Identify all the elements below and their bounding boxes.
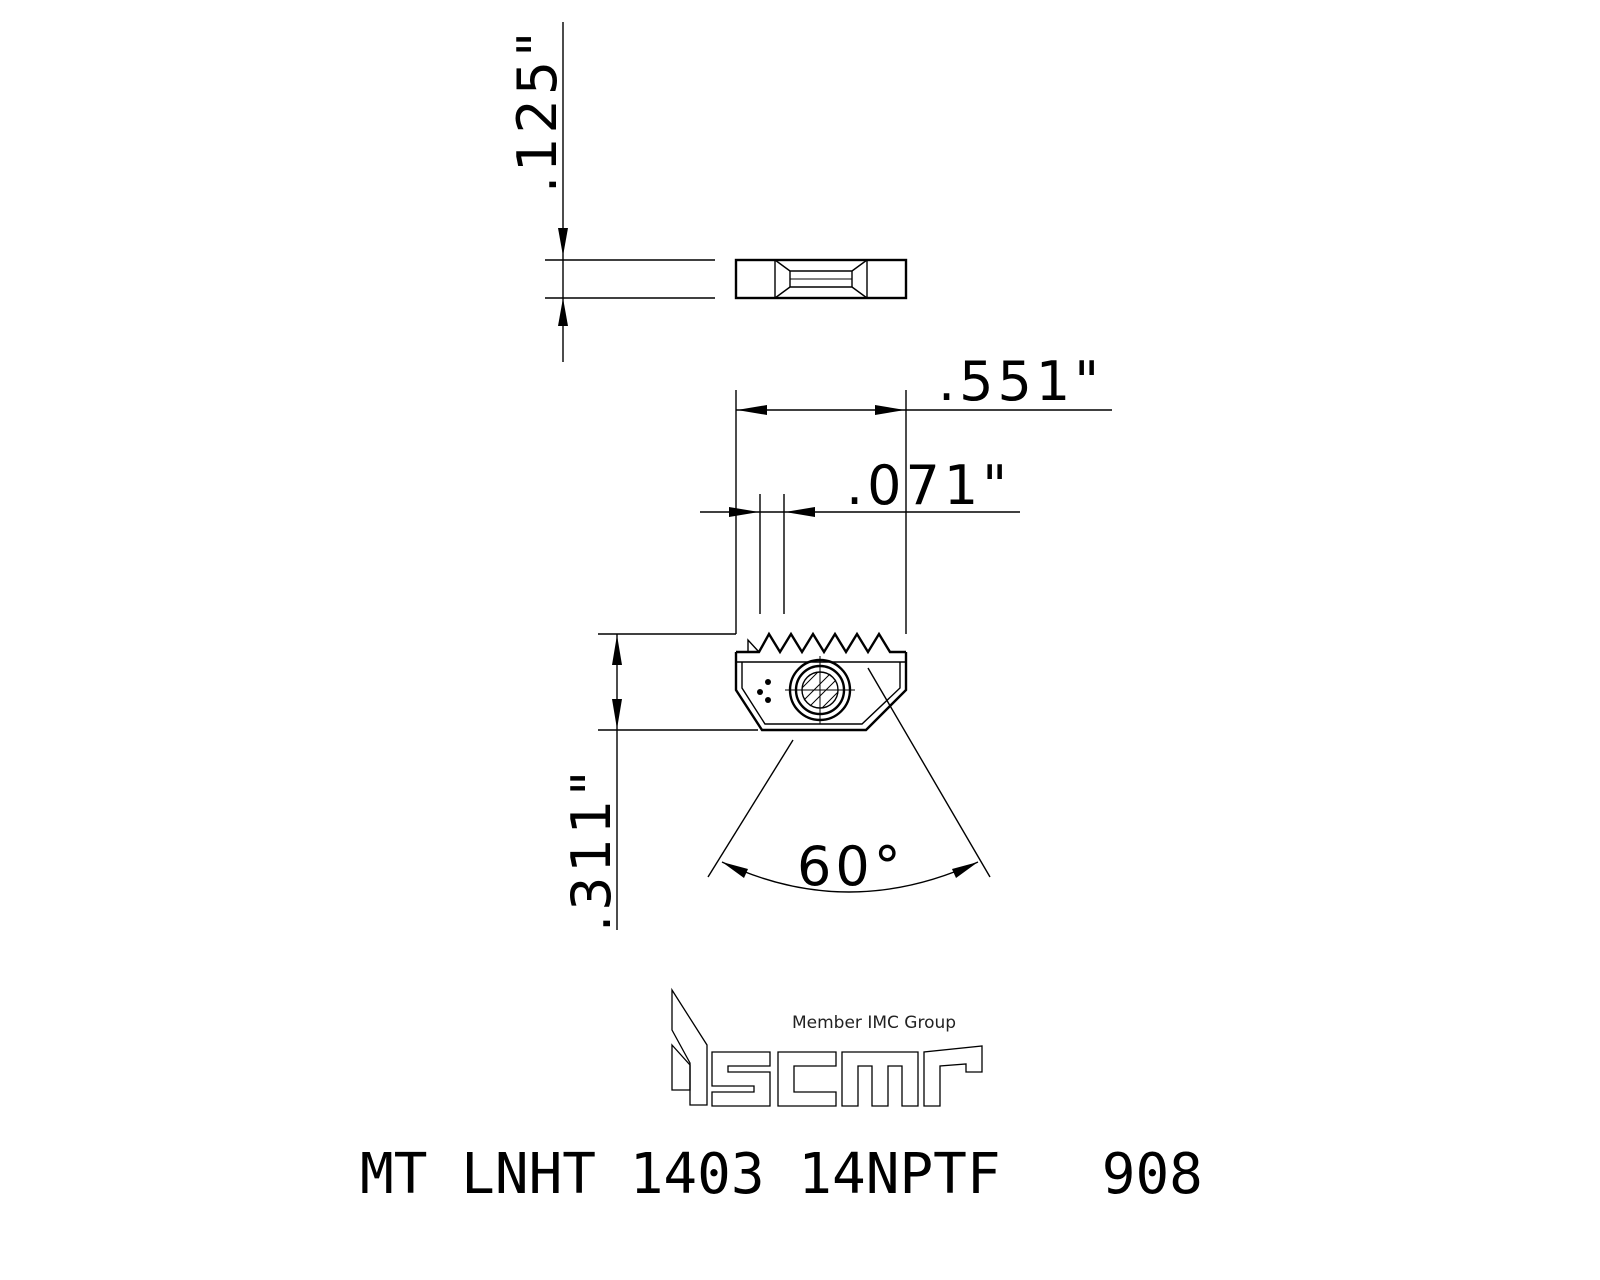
insert-side-profile (734, 258, 908, 300)
logo-subtitle: Member IMC Group (792, 1013, 956, 1033)
part-number-title: MT LNHT 1403 14NPTF 908 (360, 1142, 1203, 1207)
height-dim-text: .311" (560, 767, 623, 932)
insert-front-view (734, 631, 908, 732)
thickness-arrow-top (558, 228, 568, 256)
height-dimension: .311" (560, 633, 758, 932)
angle-arc (721, 861, 979, 893)
marking-dot (765, 679, 771, 685)
marking-dot (765, 697, 771, 703)
width-dim-text: .551" (938, 350, 1103, 413)
offset-dimension: .071" (700, 454, 1020, 614)
offset-dim-text: .071" (846, 454, 1011, 517)
thickness-dim-text: .125" (506, 28, 569, 193)
angle-leg-left (707, 739, 794, 878)
top-view: .125" (506, 22, 908, 362)
thickness-arrow-bottom (558, 298, 568, 326)
insert-body-outline (734, 652, 908, 732)
angle-leg-right (867, 667, 991, 878)
marking-dot (757, 689, 763, 695)
iscar-logo: Member IMC Group (671, 987, 983, 1107)
angle-dimension: 60° (707, 667, 991, 898)
width-dimension: .551" (735, 350, 1112, 634)
thread-teeth (736, 631, 906, 655)
angle-dim-text: 60° (797, 835, 905, 898)
